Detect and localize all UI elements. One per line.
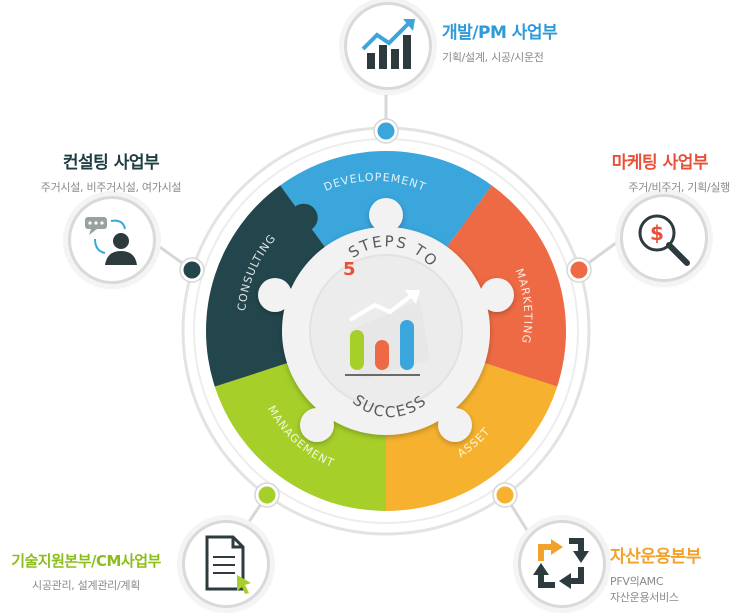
dept-consulting-sub: 주거시설, 비주거시설, 여가시설 xyxy=(40,181,182,194)
dept-tech-sub: 시공관리, 설계관리/계획 xyxy=(32,579,140,592)
dept-asset: 자산운용본부 PFV의AMC 자산운용서비스 xyxy=(610,542,701,605)
segment-management xyxy=(214,361,386,511)
dept-marketing-title: 마케팅 사업부 xyxy=(611,153,709,173)
tech-icon-circle xyxy=(182,520,270,608)
dept-consulting: 컨설팅 사업부 주거시설, 비주거시설, 여가시설 xyxy=(0,148,222,195)
dept-tech-title: 기술지원본부/CM사업부 xyxy=(11,552,161,570)
marketing-icon-circle: $ xyxy=(620,194,708,282)
dept-asset-sub: PFV의AMC 자산운용서비스 xyxy=(610,573,701,605)
dollar-magnifier-icon: $ xyxy=(638,214,690,266)
dept-marketing-sub: 주거/비주거, 기획/실행 xyxy=(628,181,730,194)
asset-icon-circle xyxy=(518,520,606,608)
center-chart-icon xyxy=(345,290,430,380)
dept-asset-sub-line2: 자산운용서비스 xyxy=(610,591,679,604)
center-number: 5 xyxy=(343,259,356,280)
document-cursor-icon xyxy=(205,535,251,594)
dept-dev: 개발/PM 사업부 기획/설계, 시공/시운전 xyxy=(442,18,558,65)
svg-text:$: $ xyxy=(650,221,664,245)
dept-marketing: 마케팅 사업부 주거/비주거, 기획/실행 xyxy=(580,148,730,195)
growth-chart-icon xyxy=(361,19,415,69)
dept-asset-title: 자산운용본부 xyxy=(610,547,701,567)
cycle-arrows-icon xyxy=(533,538,589,589)
dev-icon-circle xyxy=(344,2,432,90)
consultant-icon xyxy=(85,217,137,265)
dept-consulting-title: 컨설팅 사업부 xyxy=(62,153,160,173)
ring-dots xyxy=(179,118,592,508)
consulting-icon-circle xyxy=(68,196,156,284)
dept-dev-title: 개발/PM 사업부 xyxy=(442,23,558,43)
dept-dev-sub: 기획/설계, 시공/시운전 xyxy=(442,51,544,64)
dept-asset-sub-line1: PFV의AMC xyxy=(610,575,664,588)
dept-tech: 기술지원본부/CM사업부 시공관리, 설계관리/계획 xyxy=(0,550,172,593)
segment-consulting-knob xyxy=(289,203,318,232)
segment-asset xyxy=(386,361,558,511)
